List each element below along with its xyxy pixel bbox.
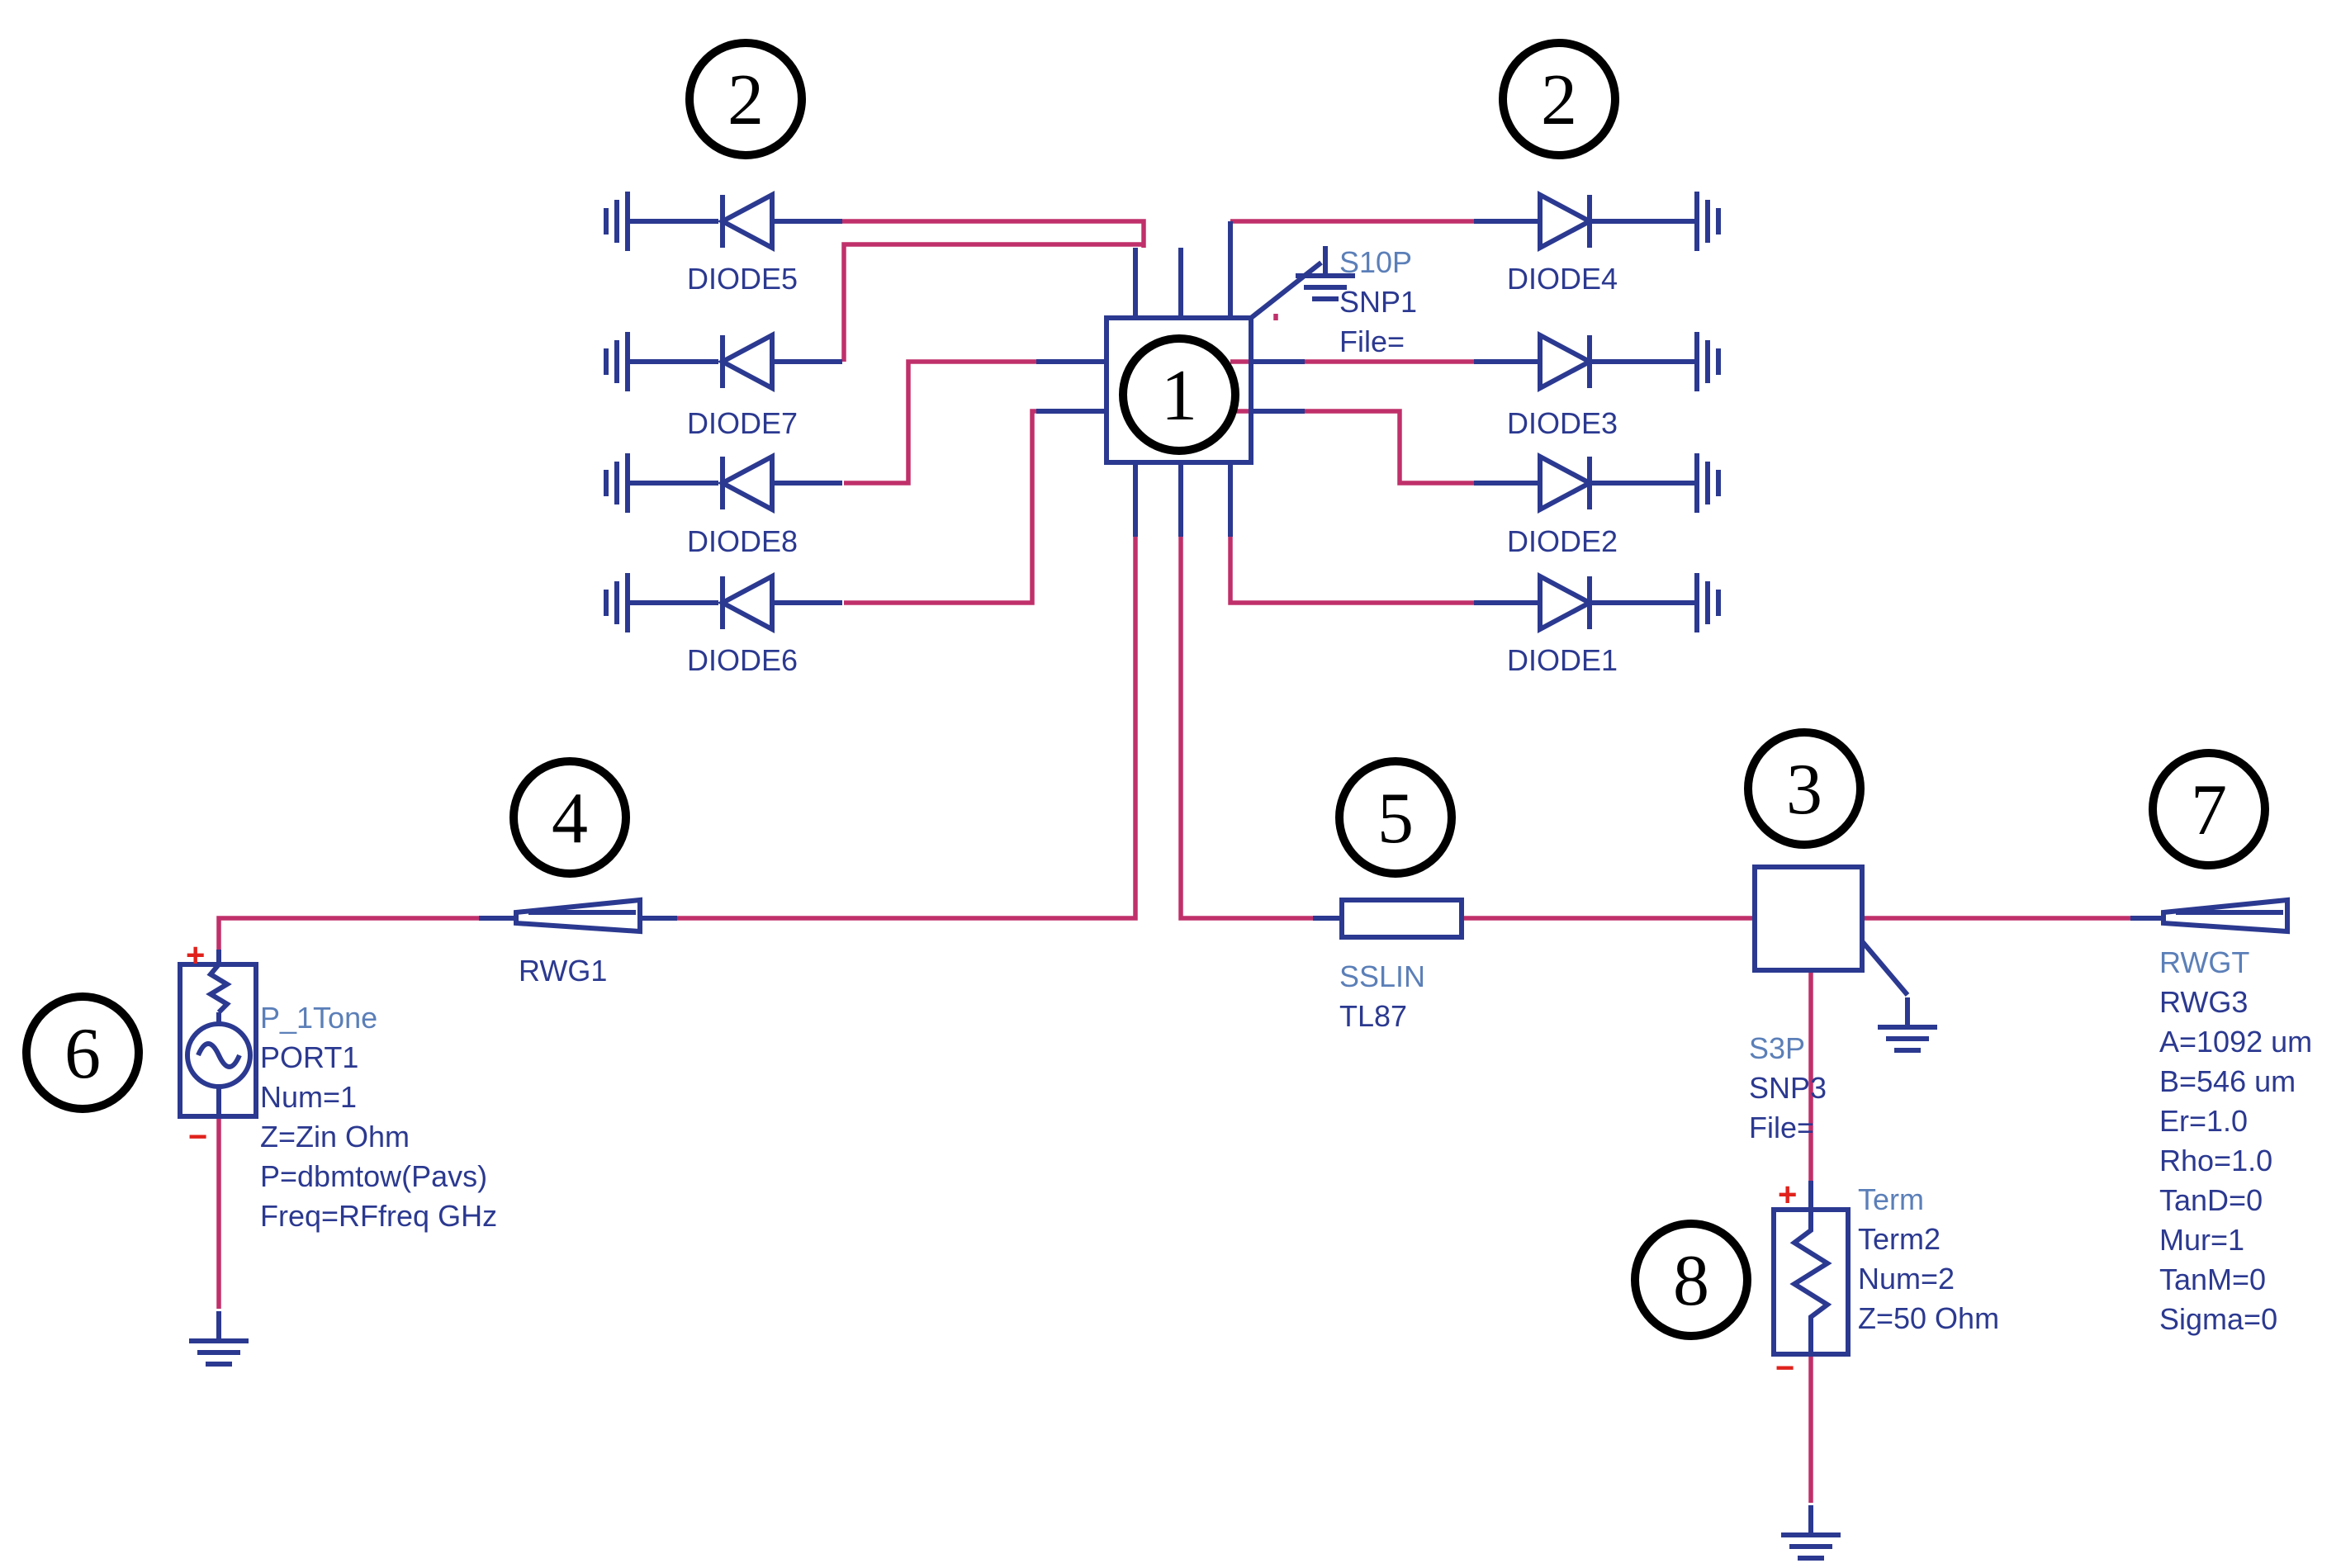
rwgt-param: TanD=0: [2159, 1183, 2263, 1217]
callout-2-left: 2: [685, 39, 806, 159]
sslin-line[interactable]: [1313, 898, 1464, 940]
callout-5: 5: [1335, 757, 1456, 878]
rwg1-name-label: RWG1: [519, 954, 607, 988]
svg-text:4: 4: [552, 779, 588, 859]
term2-minus-sign: −: [1775, 1350, 1794, 1386]
diode4-label: DIODE4: [1507, 262, 1618, 296]
snp1-name-label: SNP1: [1339, 285, 1417, 319]
diode1-label: DIODE1: [1507, 643, 1618, 677]
term-type-label: Term: [1858, 1182, 1924, 1216]
port-type-label: P_1Tone: [260, 1001, 377, 1035]
rwgt-param: Er=1.0: [2159, 1104, 2248, 1138]
callout-7: 7: [2149, 749, 2269, 869]
diode-3[interactable]: [1474, 332, 1718, 391]
diode3-label: DIODE3: [1507, 406, 1618, 440]
callout-4: 4: [509, 757, 630, 878]
diode5-label: DIODE5: [687, 262, 798, 296]
term2-plus-sign: +: [1778, 1177, 1797, 1213]
sslin-type-label: SSLIN: [1339, 959, 1425, 993]
diode-8[interactable]: [606, 453, 842, 513]
rwgt-waveguide[interactable]: [2130, 897, 2290, 935]
callout-8: 8: [1631, 1220, 1751, 1340]
diode-5[interactable]: [606, 192, 842, 251]
diode-1[interactable]: [1474, 573, 1718, 632]
diode6-label: DIODE6: [687, 643, 798, 677]
port-freq-label: Freq=RFfreq GHz: [260, 1199, 497, 1233]
port-name-label: PORT1: [260, 1040, 358, 1074]
rwgt-param: Mur=1: [2159, 1223, 2244, 1257]
callout-3: 3: [1744, 728, 1865, 849]
rwgt-param: TanM=0: [2159, 1262, 2266, 1296]
svg-text:1: 1: [1161, 356, 1197, 436]
port-z-label: Z=Zin Ohm: [260, 1120, 410, 1153]
diode-right-group: [1474, 192, 1718, 632]
rwgt-param: B=546 um: [2159, 1064, 2296, 1098]
callout-1: 1: [1119, 334, 1239, 455]
snp3-name-label: SNP3: [1749, 1071, 1827, 1105]
snp3-type-label: S3P: [1749, 1031, 1805, 1065]
diode-4[interactable]: [1474, 192, 1718, 251]
rwgt-param: Rho=1.0: [2159, 1144, 2272, 1177]
diode2-label: DIODE2: [1507, 524, 1618, 558]
sslin-name-label: TL87: [1339, 999, 1407, 1033]
snp3-file-label: File=: [1749, 1111, 1814, 1144]
port1-plus-sign: +: [186, 937, 205, 973]
port1-minus-sign: −: [188, 1119, 207, 1155]
diode8-label: DIODE8: [687, 524, 798, 558]
diode-6[interactable]: [606, 573, 842, 632]
snp1-file-label: File=: [1339, 324, 1405, 358]
callout-6: 6: [22, 992, 143, 1113]
svg-text:7: 7: [2191, 770, 2227, 850]
port-p-label: P=dbmtow(Pavs): [260, 1159, 487, 1193]
callouts: 1 2 2 3 4 5 6 7: [22, 39, 2269, 1340]
callout-2-right: 2: [1499, 39, 1619, 159]
labels: DIODE5 DIODE7 DIODE8 DIODE6 DIODE4 DIODE…: [260, 245, 2312, 1336]
port1-source[interactable]: + −: [178, 937, 258, 1364]
diode7-label: DIODE7: [687, 406, 798, 440]
term-num-label: Num=2: [1858, 1262, 1955, 1296]
svg-text:2: 2: [727, 60, 764, 140]
svg-text:6: 6: [64, 1014, 101, 1094]
rwgt-param: A=1092 um: [2159, 1025, 2312, 1059]
term-z-label: Z=50 Ohm: [1858, 1301, 1999, 1335]
svg-text:2: 2: [1541, 60, 1577, 140]
term2-termination[interactable]: + −: [1771, 1177, 1851, 1558]
rwgt-param: Sigma=0: [2159, 1302, 2277, 1336]
rwgt-type-label: RWGT: [2159, 945, 2249, 979]
snp1-type-label: S10P: [1339, 245, 1412, 279]
snp3-block[interactable]: [1752, 865, 1937, 1050]
rwg1-waveguide[interactable]: [479, 897, 677, 935]
diode-left-group: [606, 192, 842, 632]
rwgt-name-label: RWG3: [2159, 985, 2248, 1019]
diode-2[interactable]: [1474, 453, 1718, 513]
term-name-label: Term2: [1858, 1222, 1941, 1256]
snp1-block[interactable]: [1036, 221, 1355, 537]
svg-text:5: 5: [1377, 779, 1414, 859]
port-num-label: Num=1: [260, 1080, 357, 1114]
diode-7[interactable]: [606, 332, 842, 391]
svg-text:8: 8: [1673, 1241, 1709, 1321]
svg-text:3: 3: [1786, 750, 1822, 830]
